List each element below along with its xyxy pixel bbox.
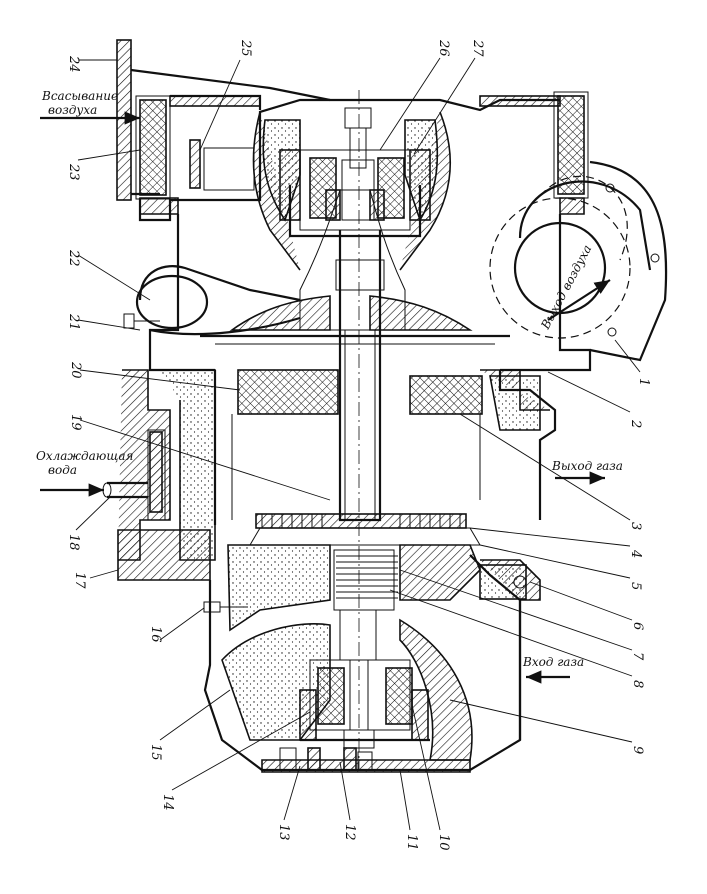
callout-12: 12 — [342, 824, 357, 841]
callout-27: 27 — [470, 39, 485, 57]
callout-26: 26 — [436, 39, 451, 57]
air-intake-label-line2: воздуха — [48, 103, 97, 117]
turbine-wheel — [249, 513, 481, 546]
gas-outlet-label: Выход газа — [551, 459, 623, 473]
gas-inlet-label: Вход газа — [522, 655, 584, 669]
callout-22: 22 — [66, 249, 81, 267]
callout-10: 10 — [436, 834, 451, 851]
callout-11: 11 — [404, 834, 419, 851]
callout-2: 2 — [628, 419, 643, 428]
callout-1: 1 — [636, 378, 651, 386]
lower-bearing-assembly — [299, 659, 430, 742]
callout-19: 19 — [68, 414, 83, 431]
callout-3: 3 — [628, 522, 643, 530]
bolt-16 — [203, 601, 248, 613]
callout-18: 18 — [66, 534, 81, 551]
cooling-water-jacket — [102, 369, 216, 581]
cooling-water-label-line2: вода — [48, 463, 77, 477]
middle-casing — [213, 369, 557, 525]
callout-14: 14 — [160, 794, 175, 811]
callout-6: 6 — [630, 622, 645, 630]
air-filter-left — [135, 95, 171, 200]
callout-leaders — [75, 57, 641, 831]
cooling-water-label-line1: Охлаждающая — [36, 449, 134, 463]
callout-23: 23 — [66, 163, 81, 181]
compressor-impeller — [200, 189, 510, 345]
shaft-labyrinth — [336, 555, 398, 599]
callout-4: 4 — [628, 549, 643, 558]
callout-8: 8 — [630, 680, 645, 688]
filter-screen-25 — [189, 139, 255, 191]
callout-5: 5 — [628, 582, 643, 590]
callout-15: 15 — [148, 744, 163, 761]
callout-9: 9 — [630, 746, 645, 754]
callout-13: 13 — [276, 824, 291, 841]
air-outlet-label: Выход воздуха — [538, 243, 595, 333]
callout-7: 7 — [630, 652, 645, 661]
callout-25: 25 — [238, 39, 253, 57]
turbine-casing — [203, 544, 541, 773]
callout-24: 24 — [66, 55, 81, 73]
callout-numbers: 1 2 3 4 5 6 7 8 9 10 11 12 13 14 15 16 1… — [66, 39, 651, 851]
compressor-housing — [138, 94, 592, 372]
compressor-volute-left — [135, 265, 301, 336]
turbine-blades — [261, 514, 461, 528]
callout-17: 17 — [72, 572, 87, 589]
callout-21: 21 — [66, 313, 81, 331]
callout-16: 16 — [148, 626, 163, 643]
air-filter-right — [553, 91, 589, 199]
callout-20: 20 — [68, 361, 83, 379]
air-intake-label-line1: Всасывание — [41, 89, 118, 103]
